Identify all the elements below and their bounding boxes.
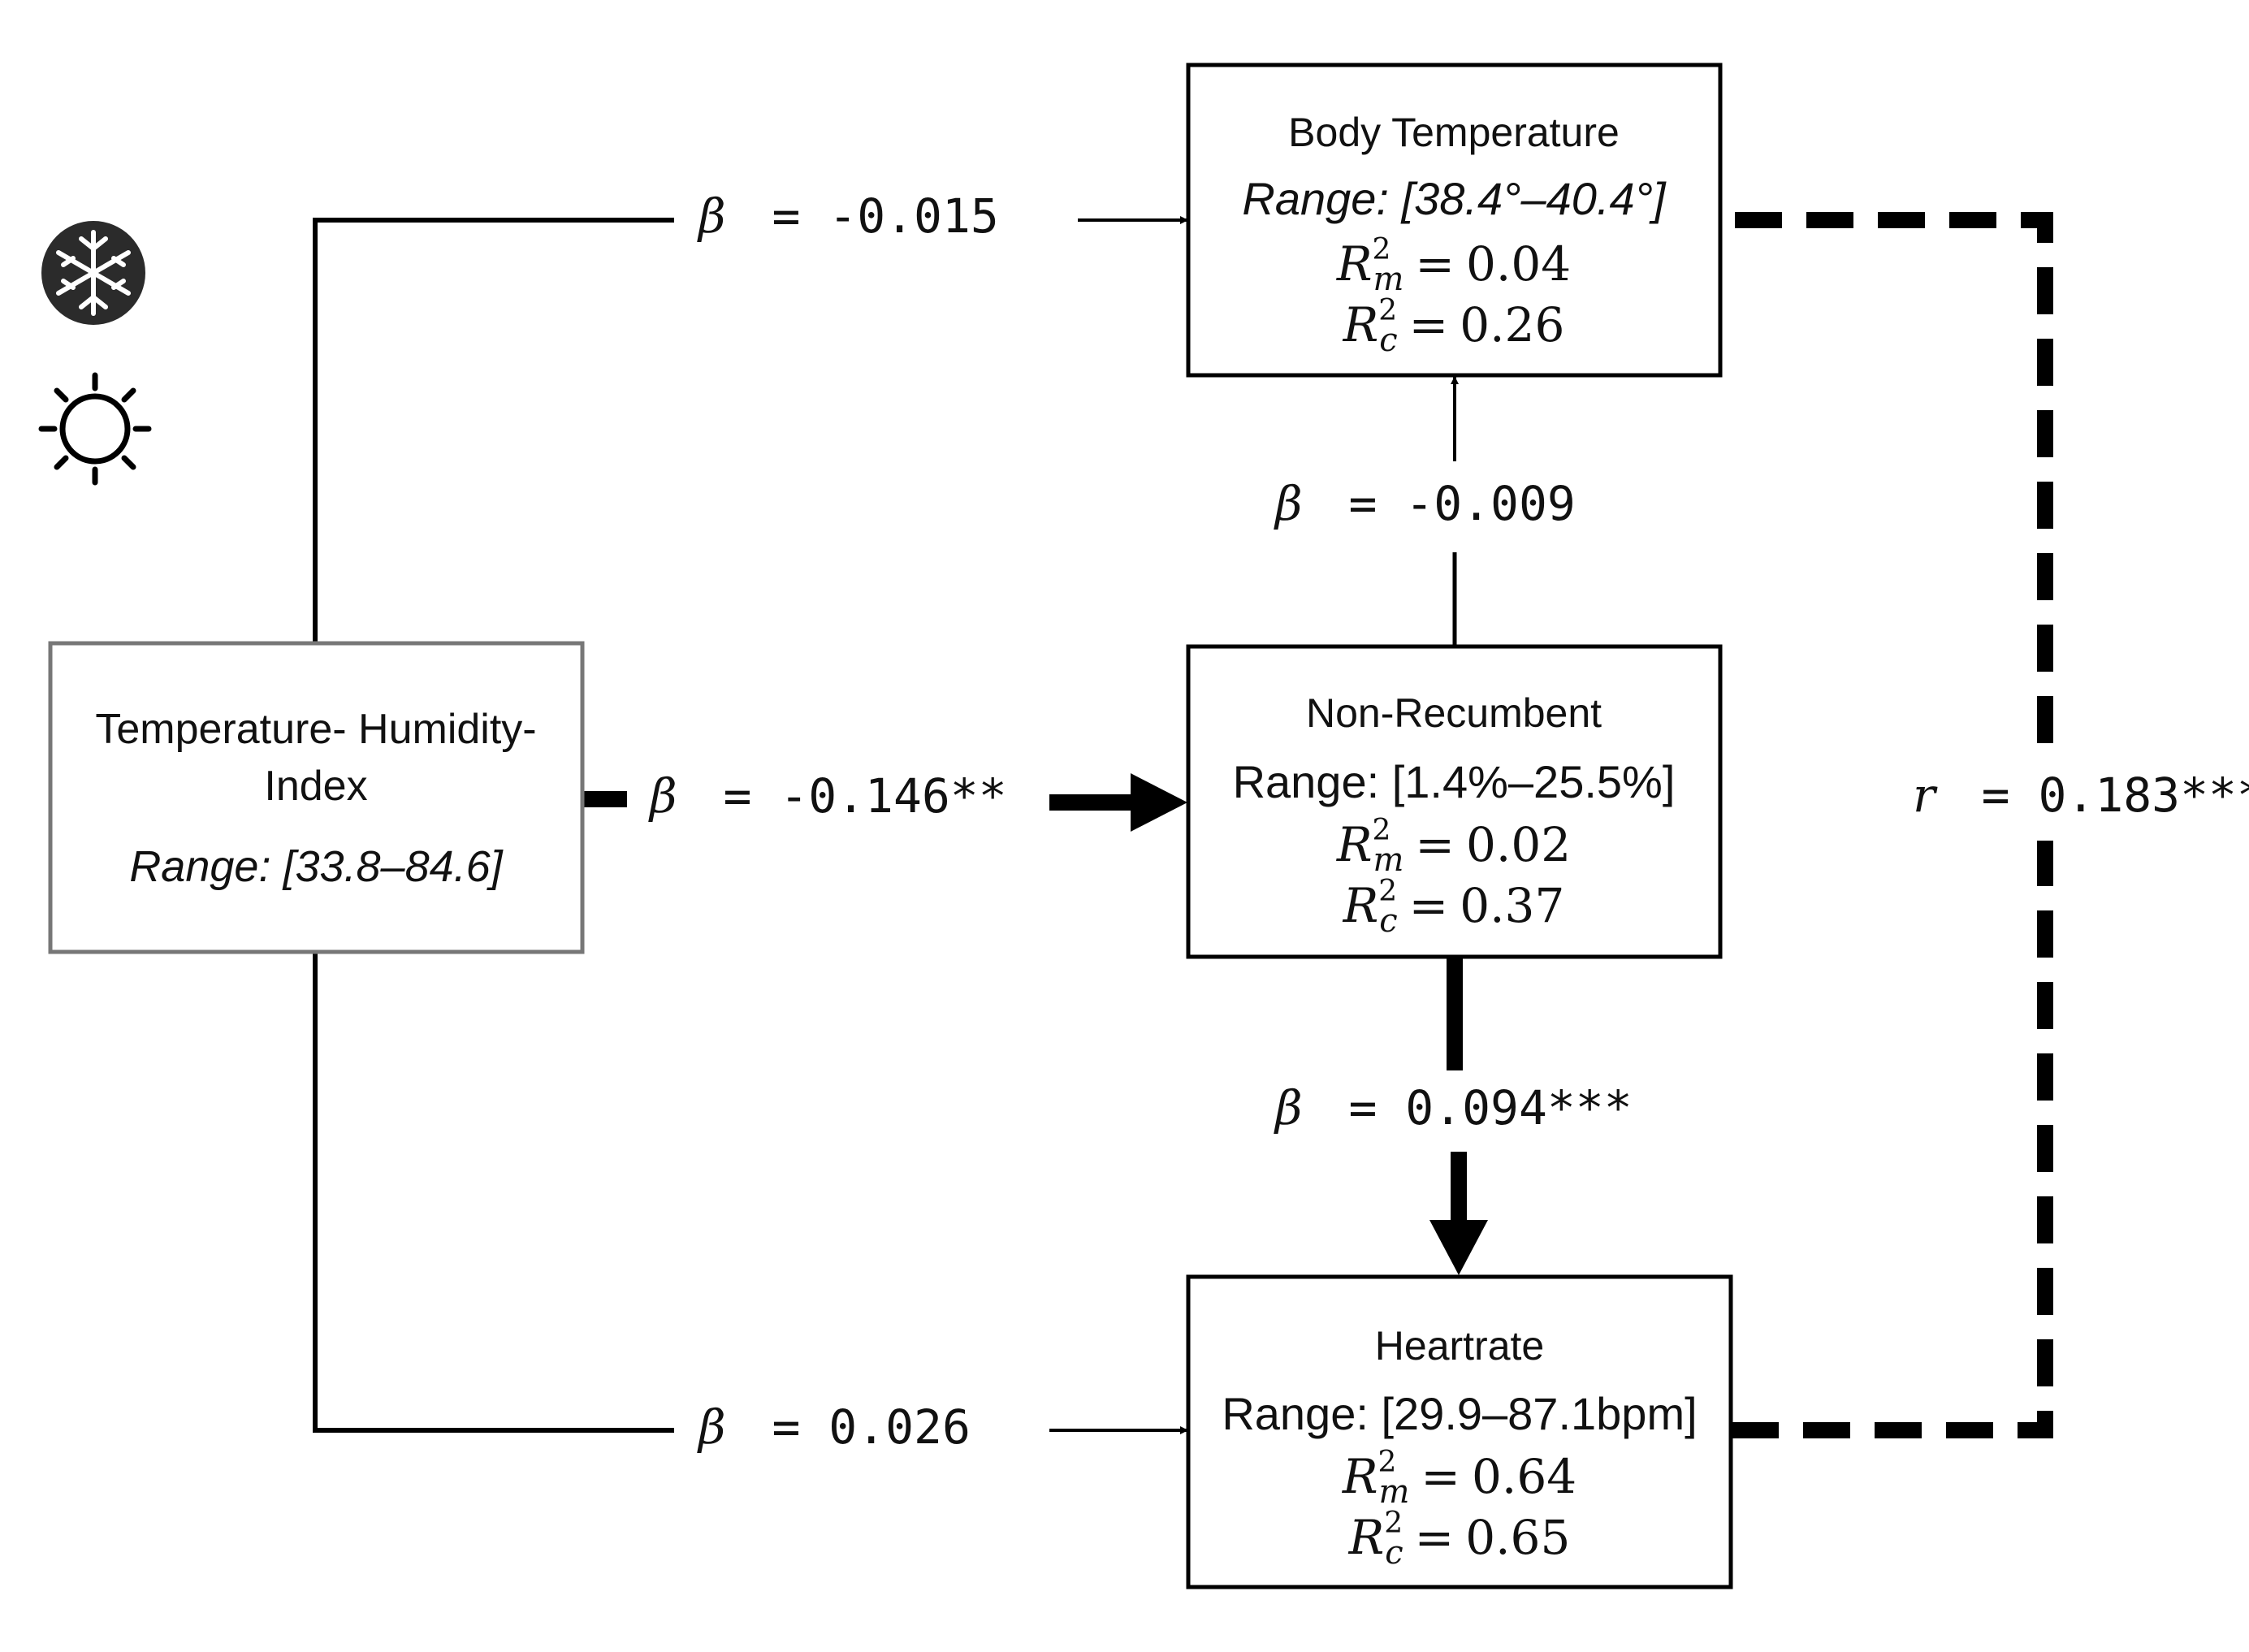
snowflake-icon (41, 221, 145, 325)
edge-nonrec-to-heartrate: β = 0.094*** (1274, 958, 1633, 1275)
r2m-value: 0.04 (1466, 236, 1571, 292)
node-title: Heartrate (1375, 1323, 1544, 1369)
node-title: Body Temperature (1288, 110, 1620, 155)
node-title: Index (264, 763, 367, 810)
node-body-temperature: Body Temperature Range: [38.4°–40.4°] R2… (1186, 63, 1723, 378)
coefficient-value: = -0.146** (723, 768, 1006, 824)
beta-symbol: β (1274, 476, 1303, 531)
node-title: Non-Recumbent (1306, 690, 1602, 736)
beta-symbol: β (697, 1399, 726, 1455)
coefficient-value: = 0.183*** (1982, 768, 2249, 823)
coefficient-value: = 0.094*** (1348, 1080, 1632, 1135)
node-temperature-humidity-index: Temperature- Humidity- Index Range: [33.… (48, 641, 585, 954)
coefficient-value: = -0.009 (1348, 476, 1575, 531)
r2m-value: 0.64 (1472, 1449, 1576, 1504)
r2c-value: 0.65 (1465, 1510, 1570, 1565)
beta-symbol: β (697, 188, 726, 244)
edge-nonrec-to-body-temperature: β = -0.009 (1274, 376, 1576, 645)
r2c-value: 0.37 (1460, 878, 1564, 933)
beta-symbol: β (1274, 1080, 1303, 1135)
node-range: Range: [29.9–87.1bpm] (1222, 1388, 1697, 1439)
node-range: Range: [33.8–84.6] (129, 842, 504, 891)
beta-symbol: β (648, 768, 677, 824)
edge-label-correlation: r = 0.183*** (1913, 768, 2249, 823)
edge-label-thi-nonrec: β = -0.146** (648, 768, 1007, 824)
node-range: Range: [1.4%–25.5%] (1233, 756, 1676, 807)
edge-label-nonrec-heart: β = 0.094*** (1274, 1080, 1633, 1135)
edge-label-thi-body: β = -0.015 (697, 188, 999, 244)
edge-thi-to-body-temperature: β = -0.015 (313, 188, 1188, 642)
sun-icon (38, 372, 152, 486)
r-symbol: r (1913, 768, 1938, 823)
coefficient-value: = 0.026 (772, 1399, 970, 1455)
node-range: Range: [38.4°–40.4°] (1242, 173, 1667, 224)
edge-label-nonrec-body: β = -0.009 (1274, 476, 1576, 531)
edge-thi-to-non-recumbent: β = -0.146** (582, 768, 1187, 832)
edge-thi-to-heartrate: β = 0.026 (313, 952, 1188, 1455)
edge-label-thi-heart: β = 0.026 (697, 1399, 971, 1455)
coefficient-value: = -0.015 (772, 188, 998, 244)
r2m-value: 0.02 (1466, 817, 1571, 872)
r2c-value: 0.26 (1460, 297, 1564, 352)
node-title: Temperature- Humidity- (95, 706, 536, 753)
